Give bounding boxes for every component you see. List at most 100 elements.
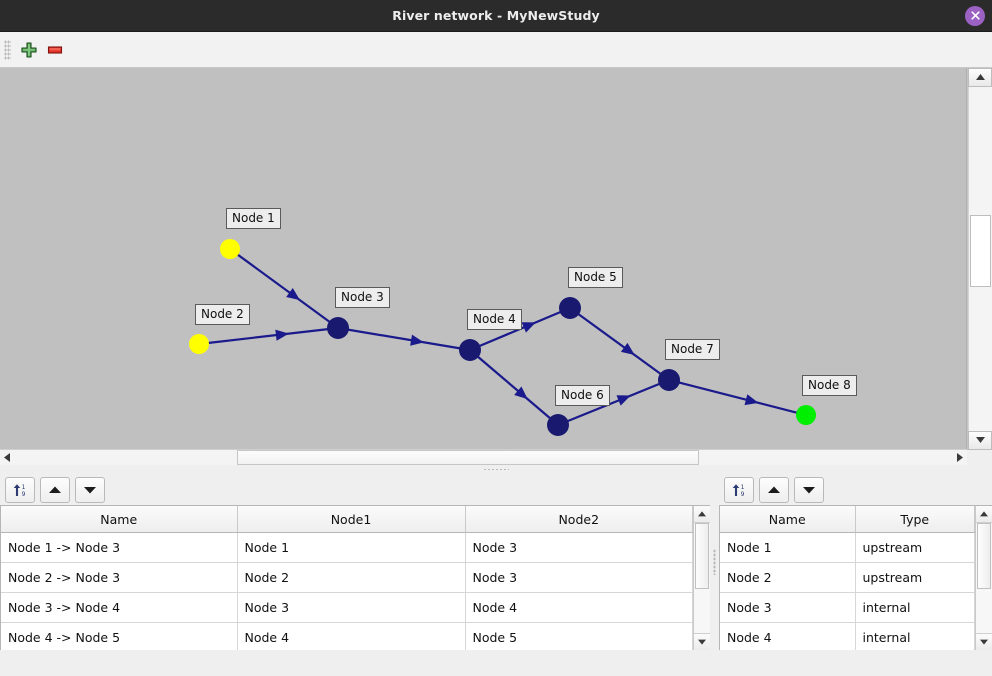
delete-node-button[interactable]	[42, 37, 68, 63]
branch-scroll-up-icon[interactable]	[694, 506, 710, 523]
canvas-horizontal-scrollbar[interactable]	[0, 449, 967, 465]
v-scroll-track[interactable]	[968, 87, 992, 431]
network-diagram[interactable]: Node 1 Node 2 Node 3 Node 4 Node 5 Node 6 Node…	[0, 68, 967, 449]
graph-edge[interactable]	[476, 355, 552, 420]
column-header-name[interactable]: Name	[1, 506, 238, 533]
graph-edge[interactable]	[577, 312, 662, 376]
move-down-button[interactable]	[794, 476, 824, 503]
column-header-name[interactable]: Name	[720, 506, 856, 533]
table-cell[interactable]: Node 1 -> Node 3	[1, 532, 238, 563]
table-cell[interactable]: Node 4	[720, 622, 856, 650]
svg-text:1: 1	[741, 484, 745, 491]
table-cell[interactable]: internal	[855, 622, 975, 650]
status-bar	[0, 650, 992, 676]
table-cell[interactable]: Node 2	[237, 562, 466, 593]
table-cell[interactable]: Node 3	[720, 592, 856, 623]
v-scroll-thumb[interactable]	[970, 215, 991, 287]
close-icon[interactable]	[965, 5, 985, 26]
sort-button[interactable]: 1 9	[5, 476, 35, 503]
vertical-splitter[interactable]	[710, 474, 719, 650]
branch-table-vertical-scrollbar[interactable]	[693, 506, 710, 650]
graph-node-node-1[interactable]	[220, 239, 240, 259]
table-cell[interactable]: Node 4 -> Node 5	[1, 622, 238, 650]
table-cell[interactable]: Node 3	[237, 592, 466, 623]
graph-node-node-6[interactable]	[547, 414, 569, 436]
table-cell[interactable]: Node 1	[237, 532, 466, 563]
graph-node-node-7[interactable]	[658, 369, 680, 391]
node-label-node-1[interactable]: Node 1	[226, 208, 281, 229]
toolbar-drag-handle[interactable]	[4, 39, 11, 60]
horizontal-splitter[interactable]	[0, 465, 992, 474]
graph-edge[interactable]	[566, 382, 661, 423]
node-scroll-thumb[interactable]	[977, 523, 991, 589]
graph-edge[interactable]	[678, 381, 798, 414]
table-cell[interactable]: Node 1	[720, 532, 856, 563]
table-cell[interactable]: Node 4	[237, 622, 466, 650]
graph-node-node-4[interactable]	[459, 339, 481, 361]
graph-node-node-8[interactable]	[796, 405, 816, 425]
table-cell[interactable]: Node 3 -> Node 4	[1, 592, 238, 623]
node-scroll-track[interactable]	[976, 523, 992, 633]
canvas-vertical-scrollbar[interactable]	[967, 68, 992, 450]
sort-button[interactable]: 1 9	[724, 476, 754, 503]
move-up-button[interactable]	[759, 476, 789, 503]
scroll-left-icon[interactable]	[0, 450, 15, 465]
branch-scroll-down-icon[interactable]	[694, 633, 710, 650]
table-cell[interactable]: Node 3	[465, 562, 693, 593]
graph-edge[interactable]	[207, 328, 329, 345]
table-cell[interactable]: Node 2	[720, 562, 856, 593]
move-up-button[interactable]	[40, 476, 70, 503]
scroll-up-icon[interactable]	[968, 68, 992, 87]
triangle-down-icon	[803, 486, 815, 493]
table-cell[interactable]: Node 3	[465, 532, 693, 563]
table-cell[interactable]: upstream	[855, 562, 975, 593]
table-cell[interactable]: Node 2 -> Node 3	[1, 562, 238, 593]
table-cell[interactable]: Node 4	[465, 592, 693, 623]
edge-arrow-icon	[514, 386, 528, 400]
node-table-vertical-scrollbar[interactable]	[975, 506, 992, 650]
table-cell[interactable]: Node 5	[465, 622, 693, 650]
graph-edge[interactable]	[236, 253, 331, 323]
add-node-button[interactable]	[16, 37, 42, 63]
branch-scroll-thumb[interactable]	[695, 523, 709, 589]
node-label-node-3[interactable]: Node 3	[335, 287, 390, 308]
node-scroll-up-icon[interactable]	[976, 506, 992, 523]
splitter-grip-icon	[483, 468, 509, 471]
h-scroll-track[interactable]	[15, 450, 952, 465]
edge-arrow-icon	[744, 394, 759, 406]
h-scroll-thumb[interactable]	[237, 450, 699, 465]
node-label-node-6[interactable]: Node 6	[555, 385, 610, 406]
column-header-node2[interactable]: Node2	[465, 506, 693, 533]
graph-edge[interactable]	[347, 328, 461, 350]
node-label-node-2[interactable]: Node 2	[195, 304, 250, 325]
move-down-button[interactable]	[75, 476, 105, 503]
scroll-down-icon[interactable]	[968, 431, 992, 450]
graph-node-node-3[interactable]	[327, 317, 349, 339]
branch-scroll-track[interactable]	[694, 523, 710, 633]
sort-ascending-icon: 1 9	[13, 484, 26, 498]
node-label-node-4[interactable]: Node 4	[467, 309, 522, 330]
graph-node-node-2[interactable]	[189, 334, 209, 354]
green-plus-icon	[21, 41, 37, 58]
node-label-node-5[interactable]: Node 5	[568, 267, 623, 288]
column-header-node1[interactable]: Node1	[237, 506, 466, 533]
scroll-right-icon[interactable]	[952, 450, 967, 465]
table-cell[interactable]: internal	[855, 592, 975, 623]
table-cell[interactable]: upstream	[855, 532, 975, 563]
node-label-node-8[interactable]: Node 8	[802, 375, 857, 396]
node-scroll-down-icon[interactable]	[976, 633, 992, 650]
node-label-node-7[interactable]: Node 7	[665, 339, 720, 360]
column-header-type[interactable]: Type	[855, 506, 975, 533]
graph-node-node-5[interactable]	[559, 297, 581, 319]
